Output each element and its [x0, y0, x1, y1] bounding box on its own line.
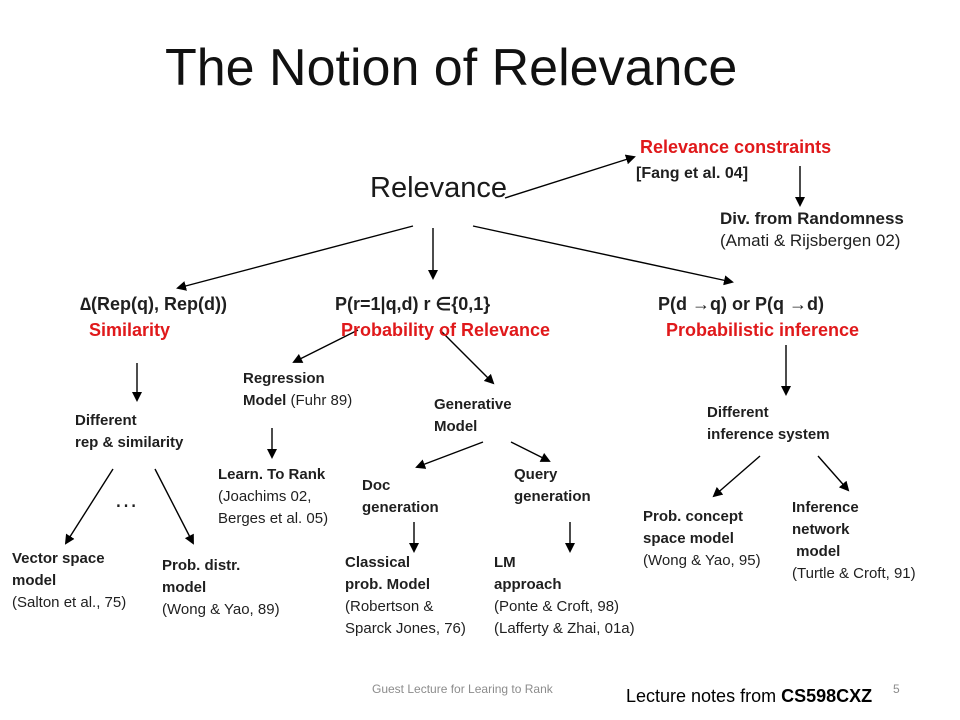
edge-relevance-similarity	[176, 225, 414, 291]
learn-to-rank-citation1: (Joachims 02,	[218, 488, 312, 505]
lecture-notes-prefix: Lecture notes from	[626, 686, 782, 706]
lm-citation1: (Ponte & Croft, 98)	[494, 598, 620, 615]
inference-network-line1: Inference	[792, 499, 859, 516]
doc-generation-node: Doc generation	[362, 475, 439, 519]
page-number: 5	[893, 682, 900, 696]
edge-generative-docgen	[415, 441, 484, 469]
vector-space-line1: Vector space	[12, 550, 105, 567]
vector-space-node: Vector space model (Salton et al., 75)	[12, 548, 126, 614]
course-code: CS598CXZ	[781, 686, 873, 706]
relevance-root-node: Relevance	[370, 172, 508, 204]
learn-to-rank-node: Learn. To Rank (Joachims 02, Berges et a…	[218, 464, 328, 530]
fang-citation: [Fang et al. 04]	[636, 165, 749, 182]
probability-formula: P(r=1|q,d) r ∈{0,1}	[335, 294, 491, 314]
regression-line1: Regression	[243, 370, 325, 387]
slide-footer: Guest Lecture for Learing to Rank	[372, 682, 553, 696]
similarity-label: Similarity	[89, 320, 171, 340]
edge-diffrep-vectorspace	[64, 468, 114, 545]
classical-citation1: (Robertson &	[345, 598, 434, 615]
inference-network-line2: network	[792, 521, 850, 538]
probability-label: Probability of Relevance	[341, 320, 551, 340]
different-rep-line2: rep & similarity	[75, 434, 184, 451]
edge-probability-regression	[292, 329, 359, 363]
query-generation-line1: Query	[514, 466, 558, 483]
vector-space-line2: model	[12, 572, 57, 589]
classical-citation2: Sparck Jones, 76)	[345, 620, 466, 637]
edge-relevance-constraints	[504, 154, 636, 199]
inference-label: Probabilistic inference	[666, 320, 860, 340]
similarity-node: ∆(Rep(q), Rep(d)) Similarity	[80, 291, 227, 343]
relevance-constraints-node: Relevance constraints	[640, 137, 832, 157]
prob-distr-line1: Prob. distr.	[162, 557, 241, 574]
regression-citation: (Fuhr 89)	[290, 392, 353, 409]
generative-line2: Model	[434, 418, 478, 435]
different-inference-line1: Different	[707, 404, 769, 421]
prob-concept-node: Prob. concept space model (Wong & Yao, 9…	[643, 506, 761, 572]
different-rep-node: Different rep & similarity	[75, 410, 183, 454]
learn-to-rank-citation2: Berges et al. 05)	[218, 510, 329, 527]
lecture-notes-credit: Lecture notes from CS598CXZ	[626, 686, 872, 707]
edge-diffinf-infnetwork	[817, 455, 850, 492]
learn-to-rank-line1: Learn. To Rank	[218, 466, 326, 483]
edge-diffinf-probconcept	[712, 455, 761, 498]
different-rep-line1: Different	[75, 412, 137, 429]
inference-network-line3: model	[792, 543, 841, 560]
edge-probability-generative	[439, 329, 495, 385]
lm-line1: LM	[494, 554, 516, 571]
regression-node: Regression Model (Fuhr 89)	[243, 368, 352, 412]
probability-node: P(r=1|q,d) r ∈{0,1} Probability of Relev…	[335, 291, 550, 343]
prob-distr-node: Prob. distr. model (Wong & Yao, 89)	[162, 555, 280, 621]
classical-line1: Classical	[345, 554, 411, 571]
query-generation-node: Query generation	[514, 464, 591, 508]
inference-node: P(d →q) or P(q →d) Probabilistic inferen…	[658, 291, 859, 343]
classical-model-node: Classical prob. Model (Robertson & Sparc…	[345, 552, 466, 640]
generative-line1: Generative	[434, 396, 512, 413]
query-generation-line2: generation	[514, 488, 591, 505]
classical-line2: prob. Model	[345, 576, 430, 593]
similarity-formula: ∆(Rep(q), Rep(d))	[80, 294, 227, 314]
lm-citation2: (Lafferty & Zhai, 01a)	[494, 620, 635, 637]
prob-concept-citation: (Wong & Yao, 95)	[643, 552, 761, 569]
vector-space-citation: (Salton et al., 75)	[12, 594, 127, 611]
inference-network-node: Inference network model (Turtle & Croft,…	[792, 497, 916, 585]
edge-diffrep-probdistr	[154, 468, 194, 545]
dfr-label: Div. from Randomness	[720, 209, 904, 228]
prob-distr-line2: model	[162, 579, 207, 596]
div-from-randomness-node: Div. from Randomness (Amati & Rijsbergen…	[720, 208, 904, 252]
edge-relevance-inference	[472, 225, 734, 286]
lm-line2: approach	[494, 576, 562, 593]
doc-generation-line2: generation	[362, 499, 439, 516]
doc-generation-line1: Doc	[362, 477, 391, 494]
prob-concept-line2: space model	[643, 530, 734, 547]
slide-title: The Notion of Relevance	[165, 39, 738, 97]
regression-line2: Model	[243, 392, 291, 409]
inference-network-citation: (Turtle & Croft, 91)	[792, 565, 916, 582]
different-inference-line2: inference system	[707, 426, 830, 443]
lm-approach-node: LM approach (Ponte & Croft, 98) (Laffert…	[494, 552, 635, 640]
inference-formula: P(d →q) or P(q →d)	[658, 294, 824, 314]
generative-node: Generative Model	[434, 394, 512, 438]
prob-distr-citation: (Wong & Yao, 89)	[162, 601, 280, 618]
dfr-citation: (Amati & Rijsbergen 02)	[720, 231, 901, 250]
different-inference-node: Different inference system	[707, 402, 830, 446]
prob-concept-line1: Prob. concept	[643, 508, 744, 525]
ellipsis: …	[114, 486, 138, 513]
edge-generative-querygen	[510, 441, 551, 462]
